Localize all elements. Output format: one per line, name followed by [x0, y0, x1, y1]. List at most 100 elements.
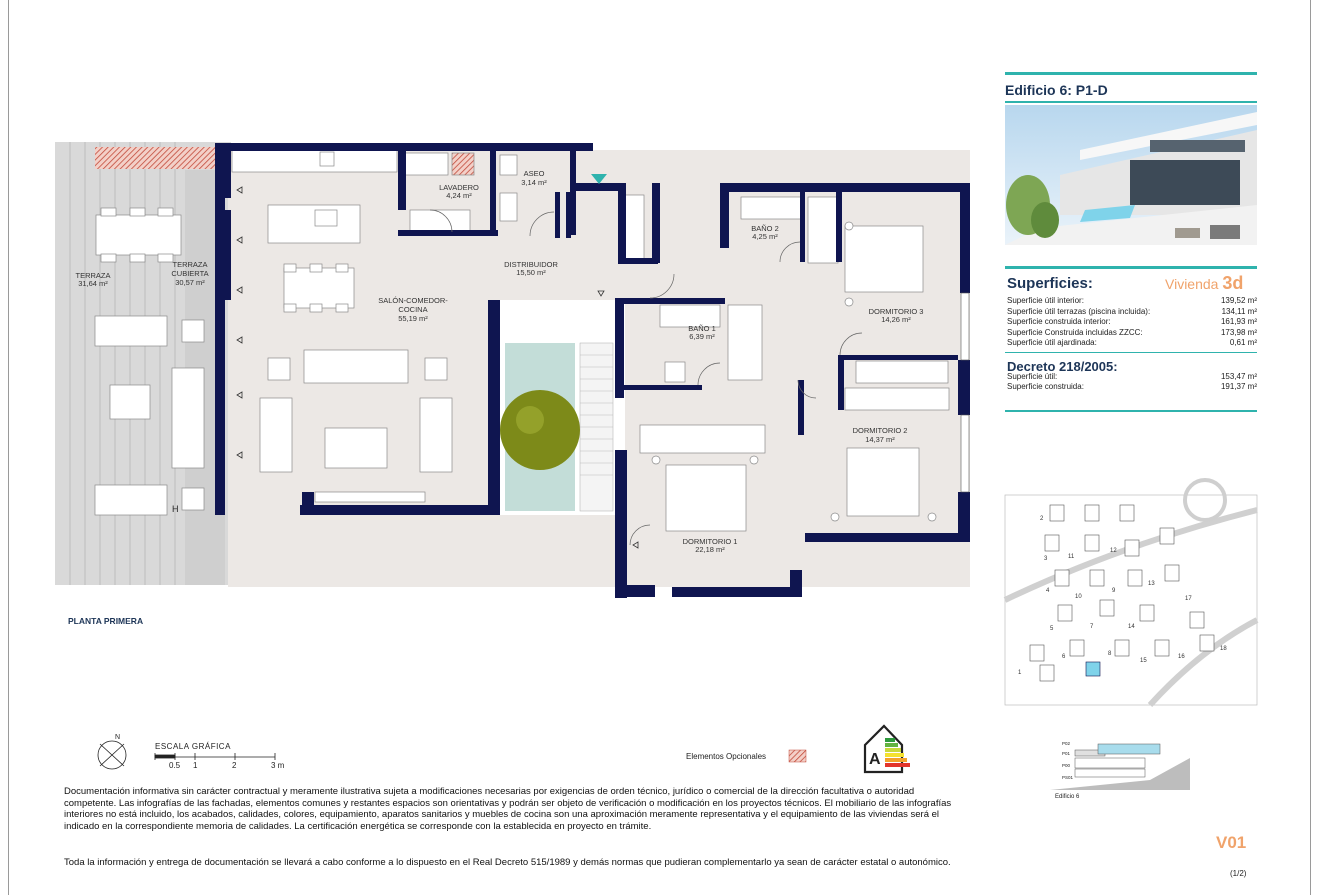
scale-bar [154, 753, 276, 760]
decreto-row-label: Superficie útil: [1007, 372, 1058, 381]
superficie-row: Superficie construida interior: 161,93 m² [1007, 317, 1257, 326]
superficie-row: Superficie útil interior:139,52 m² [1007, 296, 1257, 305]
entrance-arrow [591, 174, 607, 184]
superficie-row-value: 134,11 m² [1221, 306, 1257, 316]
superficie-row-value: 0,61 m² [1229, 338, 1257, 347]
room-terraza-cubierta-name1: TERRAZA [172, 260, 207, 269]
decreto-title: Decreto 218/2005: [1007, 359, 1118, 374]
superficie-row-label: Superficie útil interior: [1007, 296, 1084, 305]
section-level-label: P02 [1062, 741, 1071, 746]
document-code: V01 [1216, 833, 1247, 852]
superficies-rule [1005, 266, 1257, 269]
section-caption: Edificio 6 [1055, 794, 1080, 800]
patio-tree-detail [516, 406, 544, 434]
site-map-number-8: 8 [1108, 651, 1112, 657]
room-salon-area: 55,19 m² [398, 314, 428, 323]
page-indicator: (1/2) [1230, 869, 1247, 878]
superficie-row: Superficie útil terrazas (piscina inclui… [1007, 307, 1257, 316]
room-distribuidor-area: 15,50 m² [516, 268, 546, 277]
room-lavadero-area: 4,24 m² [446, 191, 472, 200]
site-map-number-14: 14 [1128, 624, 1135, 630]
building-title: Edificio 6: P1-D [1005, 82, 1108, 98]
scale-title: ESCALA GRÁFICA [155, 742, 231, 751]
windows [960, 292, 970, 493]
room-terraza-cubierta-name2: CUBIERTA [171, 269, 208, 278]
room-distribuidor-name: DISTRIBUIDOR [504, 260, 558, 269]
site-map-number-1: 1 [1018, 670, 1022, 676]
room-salon-name2: COCINA [398, 305, 427, 314]
room-aseo-name: ASEO [524, 169, 545, 178]
room-bano2-area: 4,25 m² [752, 232, 778, 241]
scale-tick-label: 3 m [271, 761, 285, 770]
site-map-number-6: 6 [1062, 654, 1066, 660]
room-dormitorio3-name: DORMITORIO 3 [869, 307, 924, 316]
scale-tick-label: 0.5 [169, 761, 181, 770]
room-dormitorio1-area: 22,18 m² [695, 545, 725, 554]
site-map-number-18: 18 [1220, 646, 1227, 652]
room-bano1-area: 6,39 m² [689, 332, 715, 341]
patio-tree [500, 390, 580, 470]
compass-north-label: N [115, 734, 120, 741]
plan-title: PLANTA PRIMERA [68, 616, 144, 626]
site-map-number-7: 7 [1090, 624, 1094, 630]
optional-elements-swatch [788, 749, 807, 763]
energy-rating-icon [863, 724, 910, 774]
decreto-rule-bottom [1005, 410, 1257, 412]
room-bano1-name: BAÑO 1 [688, 324, 716, 333]
scale-tick-label: 1 [193, 761, 198, 770]
room-lavadero-name: LAVADERO [439, 183, 479, 192]
site-map: 1 2 3 4 5 6 7 8 9 10 11 12 13 14 15 16 1… [1003, 478, 1259, 708]
decreto-row: Superficie útil: 153,47 m² [1007, 372, 1257, 381]
room-terraza-name: TERRAZA [75, 271, 110, 280]
superficie-row-label: Superficie Construida incluidas ZZCC: [1007, 327, 1143, 337]
marker-arrows [236, 186, 639, 549]
room-salon-name1: SALÓN-COMEDOR- [378, 296, 448, 305]
furniture [94, 149, 950, 532]
site-map-number-17: 17 [1185, 596, 1192, 602]
title-rule-top [1005, 72, 1257, 75]
site-map-number-9: 9 [1112, 588, 1116, 594]
frame-line-left [8, 0, 9, 895]
superficies-title: Superficies: [1007, 275, 1093, 292]
walls [215, 143, 970, 598]
room-terraza-area: 31,64 m² [78, 279, 108, 288]
site-map-highlight [1085, 661, 1101, 677]
superficie-row-label: Superficie útil ajardinada: [1007, 338, 1097, 347]
decreto-row-value: 153,47 m² [1220, 372, 1257, 381]
vivienda-type: Vivienda [1165, 276, 1219, 292]
decreto-row-label: Superficie construida: [1007, 382, 1084, 391]
section-level-label: P01 [1062, 751, 1071, 756]
superficie-row-label: Superficie útil terrazas (piscina inclui… [1007, 306, 1151, 316]
title-rule-bottom [1005, 101, 1257, 103]
optional-elements-label: Elementos Opcionales [686, 752, 767, 761]
room-dormitorio2-name: DORMITORIO 2 [853, 426, 908, 435]
energy-rating-letter: A [869, 751, 881, 768]
room-aseo-area: 3,14 m² [521, 178, 547, 187]
site-map-number-4: 4 [1046, 588, 1050, 594]
section-level-label: P00 [1062, 763, 1071, 768]
decreto-row-value: 191,37 m² [1220, 382, 1257, 391]
site-map-number-11: 11 [1068, 554, 1075, 560]
frame-line-right [1310, 0, 1311, 895]
superficie-row-label: Superficie construida interior: [1007, 317, 1111, 326]
site-map-number-10: 10 [1075, 594, 1082, 600]
room-dormitorio2-area: 14,37 m² [865, 435, 895, 444]
decreto-row: Superficie construida: 191,37 m² [1007, 382, 1257, 391]
disclaimer-paragraph: Documentación informativa sin carácter c… [64, 786, 952, 832]
section-diagram [1050, 743, 1190, 790]
compass-icon [97, 740, 127, 770]
site-map-number-5: 5 [1050, 626, 1054, 632]
door-swings [429, 209, 863, 546]
site-map-number-12: 12 [1110, 548, 1117, 554]
legal-paragraph: Toda la información y entrega de documen… [64, 857, 951, 868]
superficie-row: Superficie Construida incluidas ZZCC: 173… [1007, 328, 1257, 337]
room-dormitorio3-area: 14,26 m² [881, 315, 911, 324]
superficie-row-value: 173,98 m² [1220, 327, 1257, 337]
superficie-row-value: 161,93 m² [1220, 317, 1257, 326]
terrace-h-mark: H [172, 504, 179, 514]
room-terraza-cubierta-area: 30,57 m² [175, 278, 205, 287]
building-rendering [1005, 105, 1257, 245]
decreto-rule [1005, 352, 1257, 353]
site-map-number-2: 2 [1040, 516, 1044, 522]
